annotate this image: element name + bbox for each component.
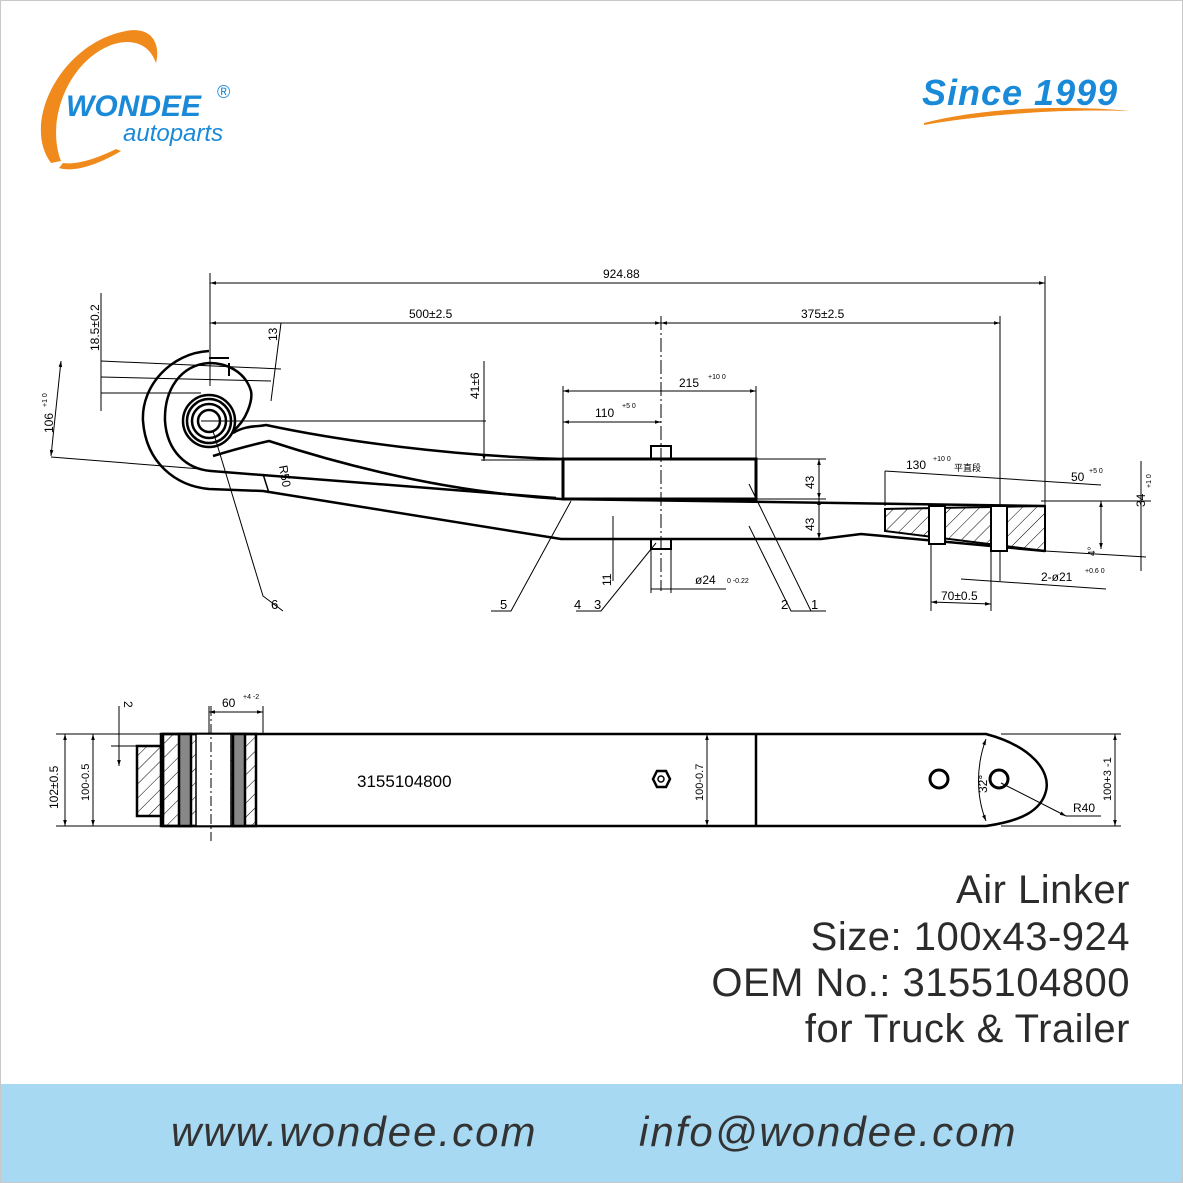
dim-11: 11 xyxy=(600,573,614,586)
dim-18-5: 18.5±0.2 xyxy=(88,304,102,351)
callout-1: 1 xyxy=(811,597,818,612)
dim-215: 215 xyxy=(679,376,699,390)
callout-2: 2 xyxy=(781,597,788,612)
dim-100-b: 100-0.7 xyxy=(694,764,706,801)
dim-34: 34 xyxy=(1134,493,1148,507)
dim-50-tol: +5 0 xyxy=(1089,468,1103,475)
email-link[interactable]: info@wondee.com xyxy=(639,1108,1018,1155)
dim-102: 102±0.5 xyxy=(47,765,61,809)
website-link[interactable]: www.wondee.com xyxy=(171,1108,538,1155)
logo-wondee: WONDEE xyxy=(66,90,202,123)
logo-swoosh-icon xyxy=(40,30,158,170)
product-size: Size: 100x43-924 xyxy=(810,915,1130,959)
dim-angle-4: 4° xyxy=(1087,546,1098,556)
dim-130: 130 xyxy=(906,458,926,472)
dim-holes-tol: +0.6 0 xyxy=(1085,568,1105,575)
dim-50: 50 xyxy=(1071,470,1085,484)
product-oem: OEM No.: 3155104800 xyxy=(711,961,1130,1005)
dim-13: 13 xyxy=(266,327,280,341)
dim-43-lower: 43 xyxy=(803,517,817,531)
wondee-logo: WONDEE ® autoparts xyxy=(40,30,230,170)
dim-106: 106 xyxy=(42,413,56,433)
dim-130-tol: +10 0 xyxy=(933,456,951,463)
callout-6: 6 xyxy=(271,597,278,612)
dim-41: 41±6 xyxy=(468,372,482,399)
dim-60: 60 xyxy=(222,696,236,710)
dim-right-span: 375±2.5 xyxy=(801,307,845,321)
hole-1 xyxy=(928,768,950,790)
footer: www.wondee.com info@wondee.com xyxy=(1,1084,1182,1182)
dim-phi24-tol: 0 -0.22 xyxy=(727,578,749,585)
dim-215-tol: +10 0 xyxy=(708,374,726,381)
dim-2: 2 xyxy=(121,701,135,708)
side-view-dimensions xyxy=(49,273,1151,611)
dim-60-tol: +4 -2 xyxy=(243,694,259,701)
dim-left-span: 500±2.5 xyxy=(409,307,453,321)
center-block xyxy=(561,457,758,501)
callout-4: 4 xyxy=(574,597,581,612)
dim-flat-section: 平直段 xyxy=(954,462,981,473)
side-view-dim-text: 924.88 500±2.5 375±2.5 215 +10 0 110 +5 … xyxy=(42,267,1153,603)
spring-plan-view xyxy=(135,706,1048,841)
hole-2 xyxy=(988,768,1010,790)
dim-43-upper: 43 xyxy=(803,475,817,489)
dim-110: 110 xyxy=(595,406,614,420)
dim-holes: 2-ø21 xyxy=(1041,570,1073,584)
dim-100-a: 100-0.5 xyxy=(80,764,92,801)
center-bolt-nut xyxy=(650,538,672,550)
dim-70: 70±0.5 xyxy=(941,589,978,603)
logo-registered: ® xyxy=(217,82,230,102)
callout-leaders xyxy=(212,430,826,612)
technical-drawing: 924.88 500±2.5 375±2.5 215 +10 0 110 +5 … xyxy=(42,267,1153,841)
dim-100-c: 100+3 -1 xyxy=(1102,757,1114,801)
dim-34-tol: +1 0 xyxy=(1146,474,1153,488)
dim-110-tol: +5 0 xyxy=(622,403,636,410)
since-swoosh-icon xyxy=(924,107,1130,125)
center-bolt-head xyxy=(650,445,672,460)
dim-phi24: ø24 xyxy=(695,573,716,587)
spring-side-view xyxy=(141,349,1046,553)
logo-autoparts: autoparts xyxy=(123,120,223,147)
bolt-hex xyxy=(651,769,672,789)
callout-3: 3 xyxy=(594,597,601,612)
since-1999: Since 1999 xyxy=(922,72,1130,125)
dim-angle-32: 32° xyxy=(976,775,990,793)
dim-overall-length: 924.88 xyxy=(603,267,640,281)
product-name: Air Linker xyxy=(956,868,1130,912)
eye-bore xyxy=(196,408,222,434)
callout-5: 5 xyxy=(500,597,507,612)
plan-part-number: 3155104800 xyxy=(357,772,452,791)
since-text: Since 1999 xyxy=(922,72,1118,113)
plan-view-dimensions xyxy=(56,706,1121,827)
product-usage: for Truck & Trailer xyxy=(804,1007,1130,1051)
dim-r40: R40 xyxy=(1073,801,1095,815)
dim-106-tol: +1 0 xyxy=(42,393,49,407)
